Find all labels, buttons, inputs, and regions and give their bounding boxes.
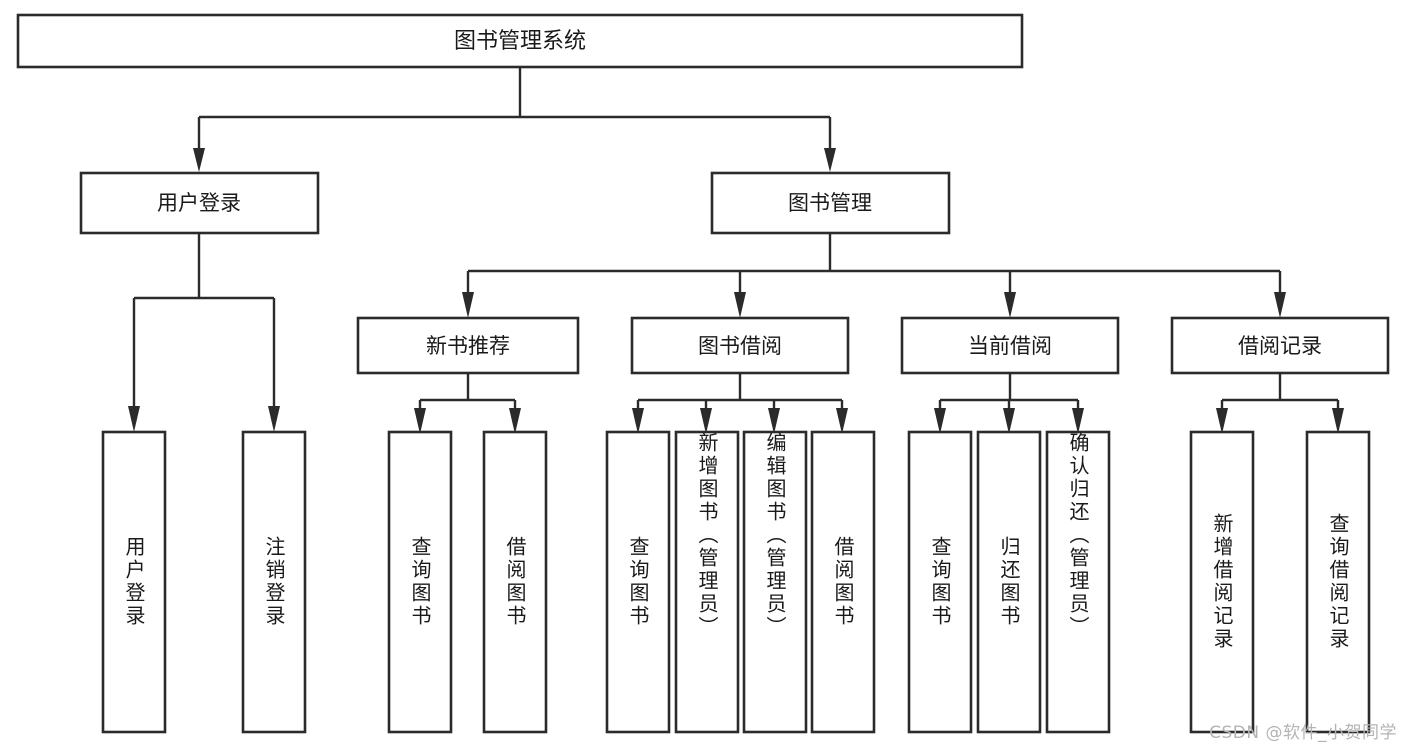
leaf-box-bb-edit-book[interactable] bbox=[742, 430, 808, 734]
leaf-group-user-login bbox=[101, 430, 307, 734]
node-new-book-recommend[interactable]: 新书推荐 bbox=[356, 316, 580, 375]
arrow-head-new-book-recommend bbox=[462, 292, 474, 318]
arrow-head-br-leaf-2 bbox=[1332, 408, 1344, 434]
node-borrow-record-label: 借阅记录 bbox=[1238, 334, 1322, 358]
leaf-group-book-borrow bbox=[605, 430, 876, 734]
node-root[interactable]: 图书管理系统 bbox=[16, 13, 1024, 69]
connector-group-borrow-record-to-leaves bbox=[1216, 373, 1344, 434]
node-current-borrow[interactable]: 当前借阅 bbox=[900, 316, 1120, 375]
leaf-box-nbr-query-book[interactable] bbox=[387, 430, 453, 734]
connector-group-root-to-level2 bbox=[193, 67, 836, 172]
node-borrow-record-box[interactable] bbox=[1170, 316, 1390, 375]
arrow-head-book-manage bbox=[824, 148, 836, 172]
leaf-group-current-borrow bbox=[907, 430, 1111, 734]
watermark-text: CSDN @软件_小贺同学 bbox=[1209, 723, 1397, 743]
leaf-box-logout[interactable] bbox=[241, 430, 307, 734]
node-book-manage[interactable]: 图书管理 bbox=[710, 171, 951, 235]
arrow-head-user-login bbox=[193, 148, 205, 172]
leaf-group-borrow-record bbox=[1189, 430, 1371, 734]
node-user-login-label: 用户登录 bbox=[157, 191, 241, 215]
node-user-login-box[interactable] bbox=[79, 171, 320, 235]
arrow-head-leaf-user-login bbox=[128, 406, 140, 432]
arrow-head-nbr-leaf-1 bbox=[414, 408, 426, 434]
node-book-borrow[interactable]: 图书借阅 bbox=[630, 316, 850, 375]
arrow-head-bb-leaf-3 bbox=[768, 408, 780, 434]
leaf-group-new-book-recommend bbox=[387, 430, 548, 734]
connector-group-book-borrow-to-leaves bbox=[632, 373, 848, 434]
arrow-head-bb-leaf-1 bbox=[632, 408, 644, 434]
arrow-head-bb-leaf-4 bbox=[836, 408, 848, 434]
node-current-borrow-box[interactable] bbox=[900, 316, 1120, 375]
connector-group-book-manage-to-level3 bbox=[462, 233, 1286, 318]
node-new-book-recommend-box[interactable] bbox=[356, 316, 580, 375]
node-book-manage-label: 图书管理 bbox=[788, 191, 872, 215]
leaf-box-bb-borrow-book[interactable] bbox=[810, 430, 876, 734]
leaf-box-br-query-record[interactable] bbox=[1305, 430, 1371, 734]
arrow-head-current-borrow bbox=[1004, 292, 1016, 318]
node-root-label: 图书管理系统 bbox=[454, 29, 586, 54]
node-current-borrow-label: 当前借阅 bbox=[968, 334, 1052, 358]
arrow-head-cb-leaf-2 bbox=[1003, 408, 1015, 434]
leaf-box-cb-confirm-return[interactable] bbox=[1045, 430, 1111, 734]
leaf-box-br-add-record[interactable] bbox=[1189, 430, 1255, 734]
node-book-manage-box[interactable] bbox=[710, 171, 951, 235]
arrow-head-borrow-record bbox=[1274, 292, 1286, 318]
connector-group-user-login-to-leaves bbox=[128, 233, 280, 432]
node-new-book-recommend-label: 新书推荐 bbox=[426, 334, 510, 358]
arrow-head-nbr-leaf-2 bbox=[509, 408, 521, 434]
leaf-box-nbr-borrow-book[interactable] bbox=[482, 430, 548, 734]
leaf-box-bb-query-book[interactable] bbox=[605, 430, 671, 734]
arrow-head-leaf-logout bbox=[268, 406, 280, 432]
node-book-borrow-label: 图书借阅 bbox=[698, 334, 782, 358]
arrow-head-cb-leaf-3 bbox=[1072, 408, 1084, 434]
arrow-head-book-borrow bbox=[734, 292, 746, 318]
arrow-head-bb-leaf-2 bbox=[700, 408, 712, 434]
leaf-box-cb-return-book[interactable] bbox=[976, 430, 1042, 734]
leaf-box-bb-add-book[interactable] bbox=[674, 430, 740, 734]
node-root-box[interactable] bbox=[16, 13, 1024, 69]
arrow-head-cb-leaf-1 bbox=[934, 408, 946, 434]
leaf-box-user-login[interactable] bbox=[101, 430, 167, 734]
node-borrow-record[interactable]: 借阅记录 bbox=[1170, 316, 1390, 375]
node-book-borrow-box[interactable] bbox=[630, 316, 850, 375]
arrow-head-br-leaf-1 bbox=[1216, 408, 1228, 434]
node-user-login[interactable]: 用户登录 bbox=[79, 171, 320, 235]
leaf-box-cb-query-book[interactable] bbox=[907, 430, 973, 734]
connector-group-current-borrow-to-leaves bbox=[934, 373, 1084, 434]
connector-group-new-book-recommend-to-leaves bbox=[414, 373, 521, 434]
